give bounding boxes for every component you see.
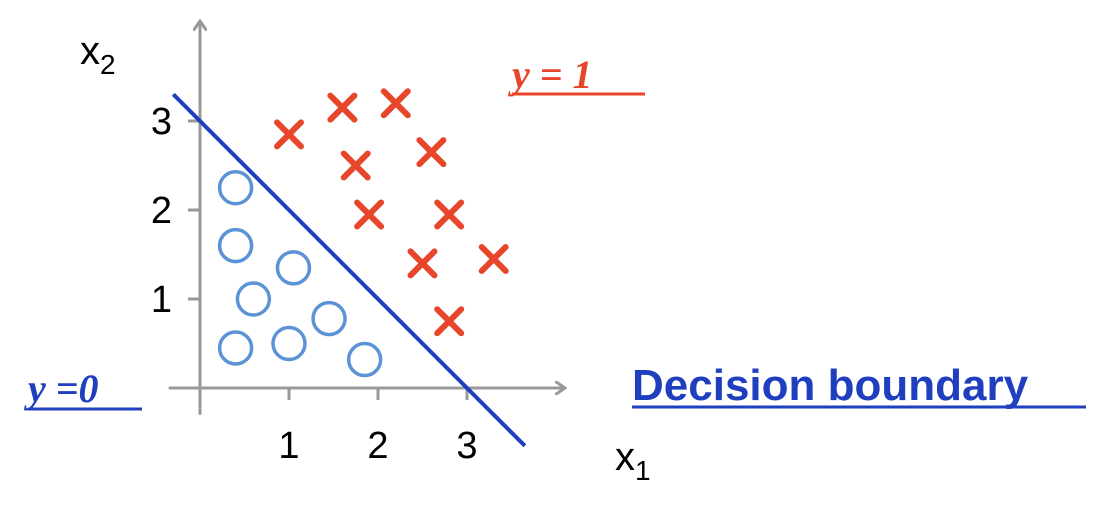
x-axis-title: x1: [615, 435, 651, 486]
y-tick-label: 3: [151, 101, 172, 143]
circle-marker: [235, 281, 272, 317]
axes: 1 2 3 1 2 3: [151, 21, 565, 467]
x-tick-label: 1: [278, 425, 299, 467]
cross-stroke: [407, 248, 438, 279]
y-axis-title: x2: [80, 29, 116, 80]
cross-marker: [434, 306, 465, 337]
cross-marker: [416, 137, 447, 168]
data-points: [217, 88, 509, 378]
cross-stroke: [274, 119, 304, 150]
cross-stroke: [380, 88, 411, 119]
circle-marker: [217, 170, 254, 206]
cross-marker: [327, 92, 358, 123]
decision-boundary: [171, 92, 527, 448]
decision-boundary-line: [171, 92, 527, 448]
cross-marker: [478, 243, 509, 274]
circle-marker: [217, 330, 254, 366]
cross-marker: [274, 119, 304, 150]
class0-label: y =0: [24, 366, 99, 411]
y-tick-label: 1: [151, 279, 172, 321]
cross-marker: [434, 199, 465, 230]
circle-marker: [217, 227, 254, 264]
class1-label: y = 1: [508, 52, 593, 97]
cross-stroke: [434, 199, 465, 230]
circle-marker: [271, 325, 307, 362]
circle-marker: [311, 300, 347, 337]
cross-stroke: [340, 150, 371, 181]
cross-stroke: [478, 243, 509, 274]
cross-stroke: [327, 92, 358, 123]
x-tick-label: 2: [367, 425, 388, 467]
boundary-label: Decision boundary: [632, 361, 1029, 410]
cross-stroke: [354, 199, 385, 230]
cross-stroke: [416, 137, 447, 168]
y-tick-label: 2: [151, 190, 172, 232]
cross-marker: [340, 150, 371, 181]
cross-marker: [407, 248, 438, 279]
x-tick-label: 3: [456, 425, 477, 467]
cross-stroke: [434, 306, 465, 337]
circle-marker: [346, 341, 383, 378]
circle-marker: [275, 250, 312, 286]
cross-marker: [354, 199, 385, 230]
cross-marker: [380, 88, 411, 119]
